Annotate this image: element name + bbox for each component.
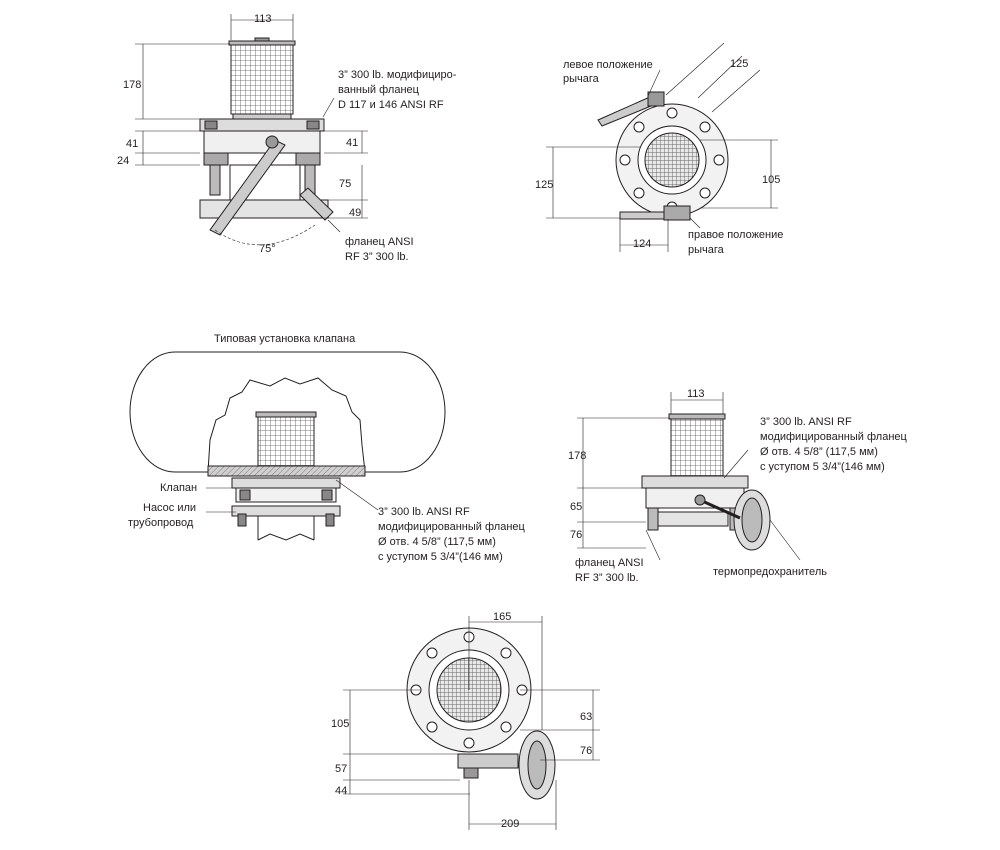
- lever-right-label-2: рычага: [688, 244, 724, 256]
- dim-178-mid: 178: [568, 450, 587, 462]
- front-view-valve: [597, 91, 729, 221]
- dim-41-right: 41: [346, 137, 359, 149]
- ml-flange-note-3: Ø отв. 4 5/8” (117,5 мм): [378, 536, 496, 548]
- dim-57: 57: [335, 763, 348, 775]
- dim-125-top: 125: [730, 58, 749, 70]
- mr-flange-note-4: с уступом 5 3/4”(146 мм): [760, 461, 885, 473]
- dim-24: 24: [117, 155, 130, 167]
- dim-41-left: 41: [126, 138, 139, 150]
- installation-leader-lines: [206, 479, 379, 513]
- dim-49: 49: [349, 207, 362, 219]
- front-view-thermo: [406, 627, 556, 800]
- lever-right-label-1: правое положение: [688, 229, 784, 241]
- dim-105-right: 105: [762, 174, 781, 186]
- side-view-thermo: [641, 413, 771, 551]
- mr-ansi-note-2: RF 3” 300 lb.: [575, 572, 639, 584]
- top-left-flange-note-2: ванный фланец: [338, 84, 419, 96]
- valve-label: Клапан: [160, 482, 198, 494]
- mr-flange-note-1: 3” 300 lb. ANSI RF: [760, 416, 852, 428]
- dim-75: 75: [339, 178, 352, 190]
- side-view-dimension-lines: [135, 14, 368, 246]
- top-left-ansi-note-1: фланец ANSI: [345, 236, 414, 248]
- dim-113-mid: 113: [687, 388, 705, 400]
- front-view-dimension-lines: [546, 42, 778, 252]
- mr-flange-note-2: модифицированный фланец: [760, 431, 907, 443]
- dim-178-top: 178: [123, 79, 142, 91]
- top-left-flange-note-3: D 117 и 146 ANSI RF: [338, 99, 444, 111]
- top-left-flange-note-1: 3” 300 lb. модифициро-: [338, 69, 457, 81]
- dim-76-bottom: 76: [580, 745, 593, 757]
- dim-124: 124: [633, 238, 652, 250]
- dim-113-top: 113: [254, 13, 272, 25]
- top-left-ansi-note-2: RF 3” 300 lb.: [345, 251, 409, 263]
- lever-left-label-1: левое положение: [563, 59, 653, 71]
- dim-165: 165: [493, 611, 512, 623]
- mr-flange-note-3: Ø отв. 4 5/8” (117,5 мм): [760, 446, 878, 458]
- pump-label-1: Насос или: [143, 502, 197, 514]
- ml-flange-note-1: 3” 300 lb. ANSI RF: [378, 506, 470, 518]
- dim-76-mid: 76: [570, 529, 583, 541]
- pump-label-2: трубопровод: [128, 517, 194, 529]
- dim-63: 63: [580, 711, 593, 723]
- installation-title: Типовая установка клапана: [214, 333, 356, 345]
- mr-ansi-note-1: фланец ANSI: [575, 557, 644, 569]
- thermo-label: термопредохранитель: [713, 566, 827, 578]
- front-view-thermo-dimension-lines: [343, 616, 600, 830]
- ml-flange-note-2: модифицированный фланец: [378, 521, 525, 533]
- dim-angle-75: 75°: [259, 243, 276, 255]
- dim-125-left: 125: [535, 179, 554, 191]
- lever-left-label-2: рычага: [563, 73, 599, 85]
- ml-flange-note-4: с уступом 5 3/4”(146 мм): [378, 551, 503, 563]
- dim-209: 209: [501, 818, 520, 830]
- dim-65-mid: 65: [570, 501, 583, 513]
- dim-44: 44: [335, 785, 348, 797]
- side-view-thermo-dimension-lines: [577, 392, 801, 561]
- side-view-valve: [199, 37, 334, 236]
- typical-installation: [129, 351, 446, 541]
- dim-105-bottom: 105: [331, 718, 350, 730]
